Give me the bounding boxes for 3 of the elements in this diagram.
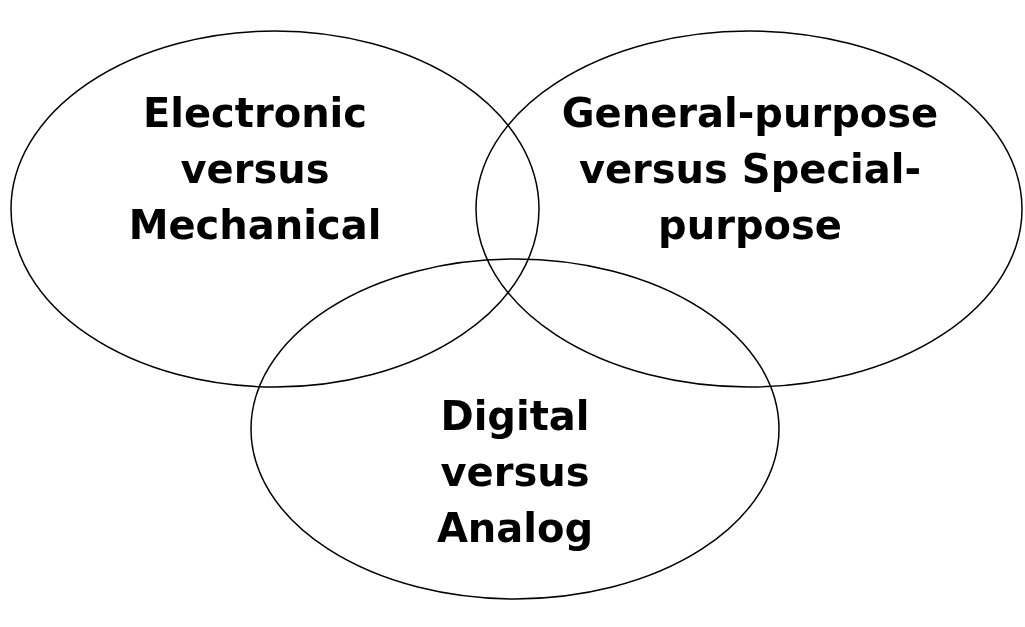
- ellipse-label: Digital versus Analog: [435, 392, 595, 553]
- ellipse-label: Electronic versus Mechanical: [127, 89, 383, 250]
- ellipse-label: General-purpose versus Special-purpose: [560, 89, 940, 250]
